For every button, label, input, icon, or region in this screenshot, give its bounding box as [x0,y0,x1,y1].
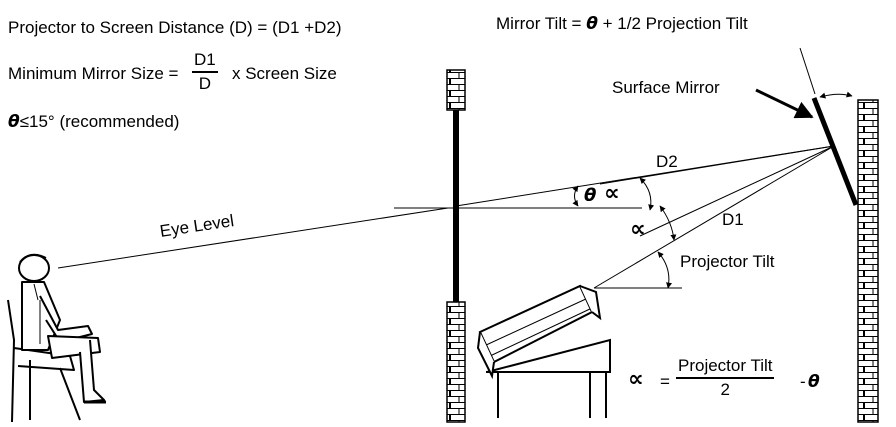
right-brick-wall [857,99,879,423]
distance-formula: Projector to Screen Distance (D) = (D1 +… [8,18,342,37]
alpha-arc-upper [639,177,655,211]
theta-angle-marker: θ [584,185,597,206]
theta-arc [572,185,579,207]
mirror-tilt-suffix: + 1/2 Projection Tilt [602,14,748,33]
surface-mirror-label: Surface Mirror [612,78,720,97]
alpha-angle-marker-upper: ∝ [604,181,620,206]
seated-viewer [7,253,106,423]
mirror-tilt-arc [819,91,853,99]
d1-label: D1 [722,210,744,229]
mirror-size-denominator: D [198,74,211,93]
alpha-formula-theta: θ [808,372,820,392]
mirror-size-numerator: D1 [192,50,218,73]
upper-brick-pier [446,69,466,111]
alpha-formula-fraction: Projector Tilt 2 [676,356,775,400]
theta-rule-text: ≤15° (recommended) [19,112,180,131]
projector-tilt-arc [657,251,672,289]
mirror-size-suffix: x Screen Size [232,64,337,83]
alpha-formula-numerator: Projector Tilt [676,356,775,379]
mirror-tilt-leader [799,47,816,95]
alpha-formula-equals: = [660,372,670,391]
lower-brick-pier [446,301,466,423]
alpha-angle-marker-lower: ∝ [630,217,646,242]
ray-d2-upper [599,145,835,185]
projector [476,284,611,418]
mirror-tilt-prefix: Mirror Tilt = [496,14,582,33]
surface-mirror [811,97,859,206]
d2-label: D2 [656,152,678,171]
eye-level-line [57,207,449,269]
mirror-tilt-formula: Mirror Tilt = θ + 1/2 Projection Tilt [496,14,748,34]
alpha-formula-symbol: ∝ [628,367,644,392]
mirror-size-fraction: D1 D [192,50,218,94]
surface-mirror-pointer [755,88,814,119]
projector-tilt-label: Projector Tilt [680,252,775,271]
mirror-size-label: Minimum Mirror Size = [8,64,179,83]
mirror-tilt-theta: θ [586,14,598,34]
ray-projector-to-mirror [593,145,835,289]
theta-symbol: θ [8,112,20,132]
alpha-formula-denominator: 2 [720,380,730,399]
alpha-arc-lower [659,205,677,241]
theta-rule: θ≤15° (recommended) [8,112,179,132]
alpha-formula-minus: - [800,372,806,391]
